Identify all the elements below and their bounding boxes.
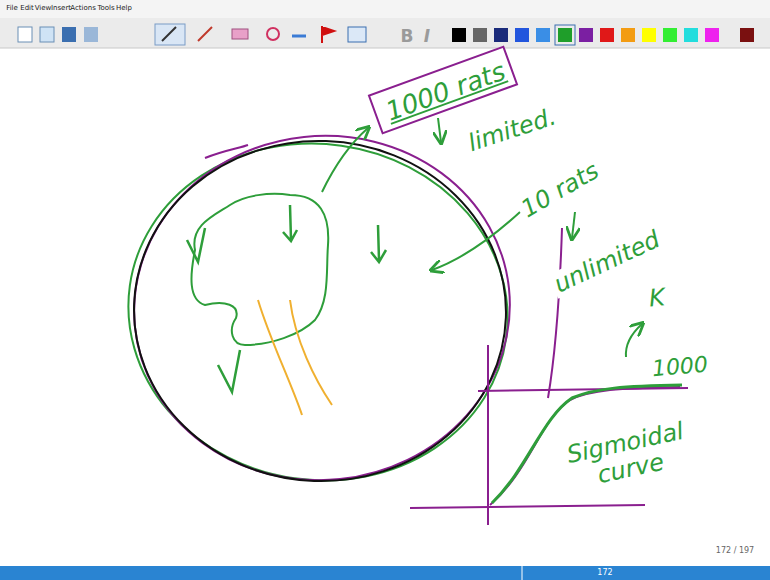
pointer-arrow — [438, 118, 441, 142]
status-divider — [522, 566, 523, 580]
toolbar-edge — [0, 48, 770, 49]
green-loop — [106, 119, 529, 505]
black-loop — [128, 135, 512, 488]
orange-stroke — [258, 300, 302, 415]
handwritten-note: 1000 — [648, 352, 712, 381]
handwritten-note: limited. — [462, 103, 562, 158]
pointer-arrow — [626, 324, 642, 357]
color-palette — [452, 25, 754, 45]
page-number: 172 — [597, 569, 612, 578]
pointer-arrow — [432, 212, 520, 270]
menu-text: Tools — [97, 5, 114, 13]
menu-text: Actions — [70, 5, 96, 13]
habitat-blob — [191, 194, 328, 345]
toolbar — [0, 18, 770, 48]
toolbar-icons — [18, 24, 366, 45]
orange-stroke — [290, 300, 332, 405]
purple-loop — [117, 117, 527, 498]
handwritten-note: Sigmoidal curve — [556, 416, 700, 496]
menu-text: View — [35, 5, 52, 13]
menu-text: I — [424, 27, 430, 46]
loop-stroke — [205, 145, 248, 158]
status-bar — [0, 566, 770, 580]
handwritten-note: 10 rats — [514, 156, 606, 224]
green-marks — [187, 205, 386, 392]
menu-text: Edit — [20, 5, 34, 13]
menu-text: File — [6, 5, 18, 13]
y-axis — [487, 345, 489, 525]
boxed-text: 1000 rats — [382, 56, 510, 127]
page-number: 172 / 197 — [716, 547, 754, 556]
menu-text: Insert — [51, 5, 71, 13]
purple-stroke — [548, 228, 562, 398]
pointer-arrow — [322, 128, 368, 192]
menu-text: B — [401, 27, 414, 46]
menu-text: Help — [116, 5, 132, 13]
handwritten-note: K — [645, 284, 669, 312]
x-axis — [410, 505, 645, 508]
pointer-arrow — [572, 212, 575, 238]
menu-bar — [0, 0, 770, 18]
